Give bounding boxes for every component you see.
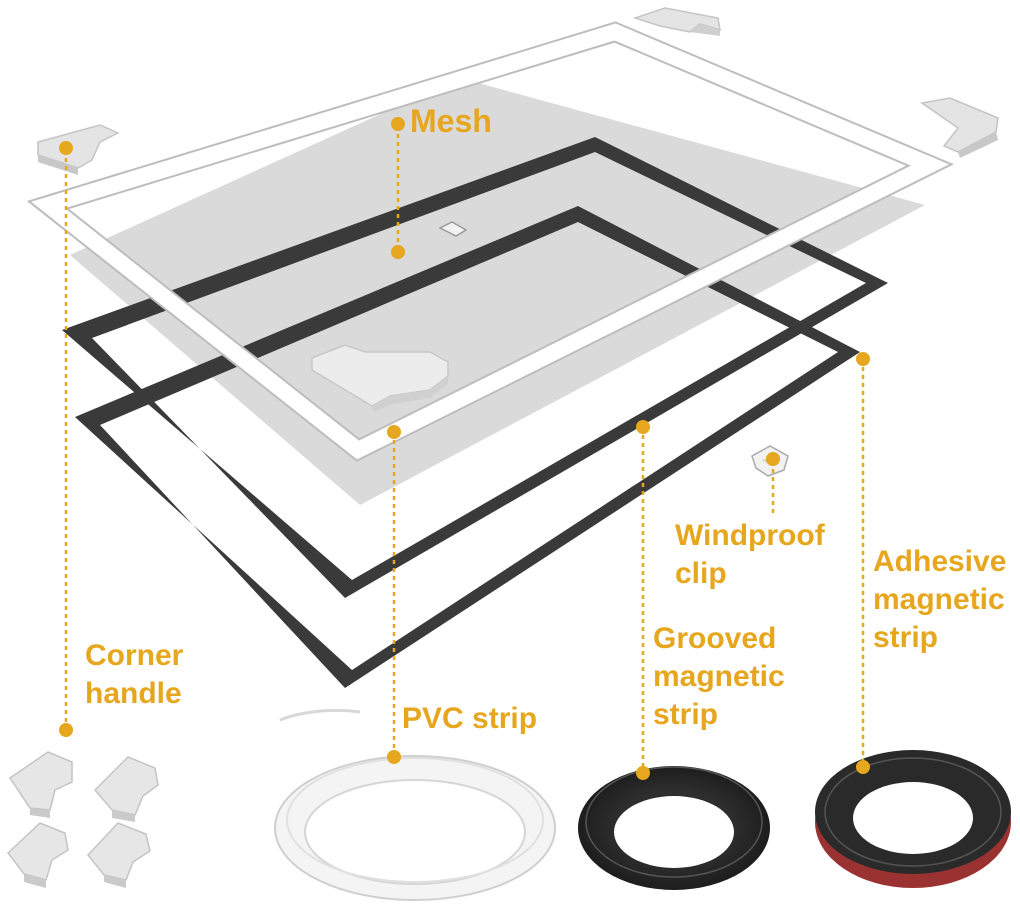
dot-grooved-top — [636, 420, 650, 434]
adhesive-magnetic-strip-coil — [815, 750, 1011, 888]
label-windproof-line-1: Windproof — [675, 519, 825, 552]
label-grooved-line-1: Grooved — [653, 622, 777, 655]
adhesive-magnetic-frame — [62, 137, 888, 598]
dot-pvc-bottom — [387, 750, 401, 764]
anchor-dots — [59, 117, 870, 780]
dot-adhesive-bottom — [856, 760, 870, 774]
corner-handle-top-right-1 — [632, 7, 721, 36]
corner-handle-top-left — [37, 124, 120, 175]
dot-grooved-bottom — [636, 766, 650, 780]
label-grooved-line-3: strip — [653, 698, 719, 731]
label-pvc-strip: PVC strip — [402, 700, 537, 738]
label-corner-line-1: Corner — [85, 639, 184, 672]
label-adhesive-line-3: strip — [873, 621, 939, 654]
grooved-magnetic-frame — [75, 206, 860, 688]
label-mesh-line-1: Mesh — [410, 103, 492, 139]
dot-windproof — [766, 452, 780, 466]
dot-adhesive-top — [856, 352, 870, 366]
grooved-magnetic-strip-coil — [578, 766, 770, 890]
label-grooved-magnetic-strip: Grooved magnetic strip — [653, 620, 785, 734]
dot-corner-bottom — [59, 723, 73, 737]
leader-lines — [64, 126, 865, 773]
label-corner-handle: Corner handle — [85, 637, 183, 713]
label-adhesive-line-2: magnetic — [873, 583, 1005, 616]
dot-mesh — [391, 245, 405, 259]
label-mesh: Mesh — [410, 102, 492, 140]
pvc-strip-coil — [274, 708, 556, 901]
label-grooved-line-2: magnetic — [653, 660, 785, 693]
label-adhesive-magnetic-strip: Adhesive magnetic strip — [873, 543, 1006, 657]
dot-corner-top — [59, 141, 73, 155]
dot-mesh-top — [391, 117, 405, 131]
dot-pvc-top — [387, 425, 401, 439]
label-corner-line-2: handle — [85, 677, 182, 710]
label-pvc-line-1: PVC strip — [402, 702, 538, 735]
corner-handle-center — [311, 344, 449, 412]
corner-handles-loose — [6, 751, 159, 888]
pvc-frame — [26, 21, 954, 462]
windproof-clip-on-mesh — [438, 221, 468, 237]
label-adhesive-line-1: Adhesive — [873, 545, 1007, 578]
corner-handle-top-right-2 — [920, 97, 999, 158]
label-windproof-line-2: clip — [675, 557, 727, 590]
label-windproof-clip: Windproof clip — [675, 517, 825, 593]
